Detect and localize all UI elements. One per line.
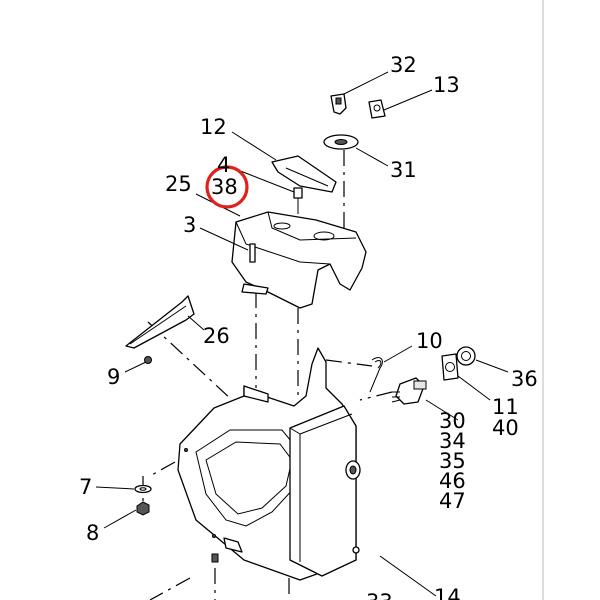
part-gasket-11 [441, 353, 459, 381]
callout-46: 46 [439, 469, 466, 493]
callout-25: 25 [165, 172, 192, 196]
part-screw-38 [293, 187, 303, 214]
callout-12: 12 [200, 115, 227, 139]
callout-3: 3 [183, 213, 196, 237]
callout-34: 34 [439, 429, 466, 453]
highlight-circle [205, 165, 249, 209]
callout-10: 10 [416, 329, 443, 353]
assembly-centerlines [142, 150, 393, 600]
callout-8: 8 [86, 521, 99, 545]
callout-13: 13 [433, 73, 460, 97]
part-lower-housing [177, 347, 361, 581]
callout-38: 38 [211, 175, 238, 199]
callout-31: 31 [390, 158, 417, 182]
part-nut-8 [136, 501, 150, 516]
callout-30: 30 [439, 409, 466, 433]
part-nut-plate-13 [368, 99, 386, 119]
part-washer-7 [134, 484, 152, 494]
part-washer-31 [323, 134, 359, 150]
callout-36: 36 [511, 367, 538, 391]
callout-4: 4 [217, 153, 230, 177]
callout-11: 11 [492, 395, 519, 419]
callout-33: 33 [366, 590, 393, 600]
leader-lines [95, 71, 509, 597]
part-grommet-36 [456, 346, 476, 366]
callout-9: 9 [107, 365, 120, 389]
part-bolt-lower [211, 553, 219, 563]
callout-32: 32 [390, 53, 417, 77]
part-pad-12 [271, 155, 337, 193]
part-clip-32 [330, 93, 347, 115]
callout-35: 35 [439, 449, 466, 473]
callout-47: 47 [439, 489, 466, 513]
part-spring-26 [125, 295, 195, 349]
part-screw-9 [144, 356, 152, 364]
callout-40: 40 [492, 416, 519, 440]
callout-14: 14 [434, 585, 461, 600]
part-switch-30 [391, 377, 427, 405]
part-hook-10 [369, 357, 383, 393]
part-upper-cover-3 [231, 211, 367, 309]
callout-7: 7 [79, 475, 92, 499]
callout-26: 26 [203, 324, 230, 348]
